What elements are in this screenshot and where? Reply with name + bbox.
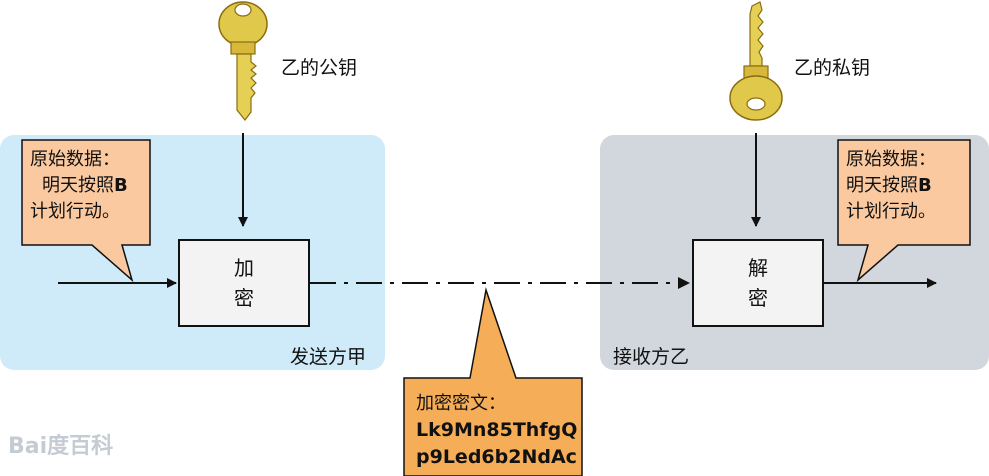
callout-left-line-3: 计划行动。 xyxy=(30,201,120,222)
ciphertext-line-2: p9Led6b2NdAc xyxy=(416,446,577,468)
ciphertext-bubble: 加密密文： Lk9Mn85ThfgQ p9Led6b2NdAc xyxy=(410,386,583,475)
sender-label: 发送方甲 xyxy=(290,346,367,368)
receiver-label: 接收方乙 xyxy=(613,346,690,368)
ciphertext-title: 加密密文： xyxy=(416,393,506,414)
public-key-icon xyxy=(218,1,268,121)
private-key-icon xyxy=(729,1,783,121)
decrypt-char-2: 密 xyxy=(748,286,768,310)
encrypt-box: 加 密 xyxy=(178,239,310,327)
ciphertext-bubble-shape xyxy=(403,287,583,476)
ciphertext-line-1: Lk9Mn85ThfgQ xyxy=(416,419,578,441)
callout-right-line-3: 计划行动。 xyxy=(846,201,936,222)
callout-right-shape xyxy=(837,139,971,283)
encrypt-char-2: 密 xyxy=(234,286,254,310)
callout-left: 原始数据： 明天按照B 计划行动。 xyxy=(24,143,134,229)
callout-right: 原始数据： 明天按照B 计划行动。 xyxy=(840,143,942,229)
callout-right-line-1: 原始数据： xyxy=(846,149,936,170)
callout-left-shape xyxy=(21,139,151,283)
transmission-arrowhead xyxy=(678,277,690,289)
decrypt-box: 解 密 xyxy=(692,239,824,327)
decrypt-char-1: 解 xyxy=(748,256,768,280)
callout-left-line-1: 原始数据： xyxy=(30,149,120,170)
public-key-label: 乙的公钥 xyxy=(281,57,358,79)
private-key-label: 乙的私钥 xyxy=(794,57,871,79)
encrypt-char-1: 加 xyxy=(234,256,254,280)
callout-left-line-2: 明天按照B xyxy=(42,175,128,196)
baidu-watermark: Bai度百科 xyxy=(8,434,114,459)
callout-right-line-2: 明天按照B xyxy=(846,175,932,196)
